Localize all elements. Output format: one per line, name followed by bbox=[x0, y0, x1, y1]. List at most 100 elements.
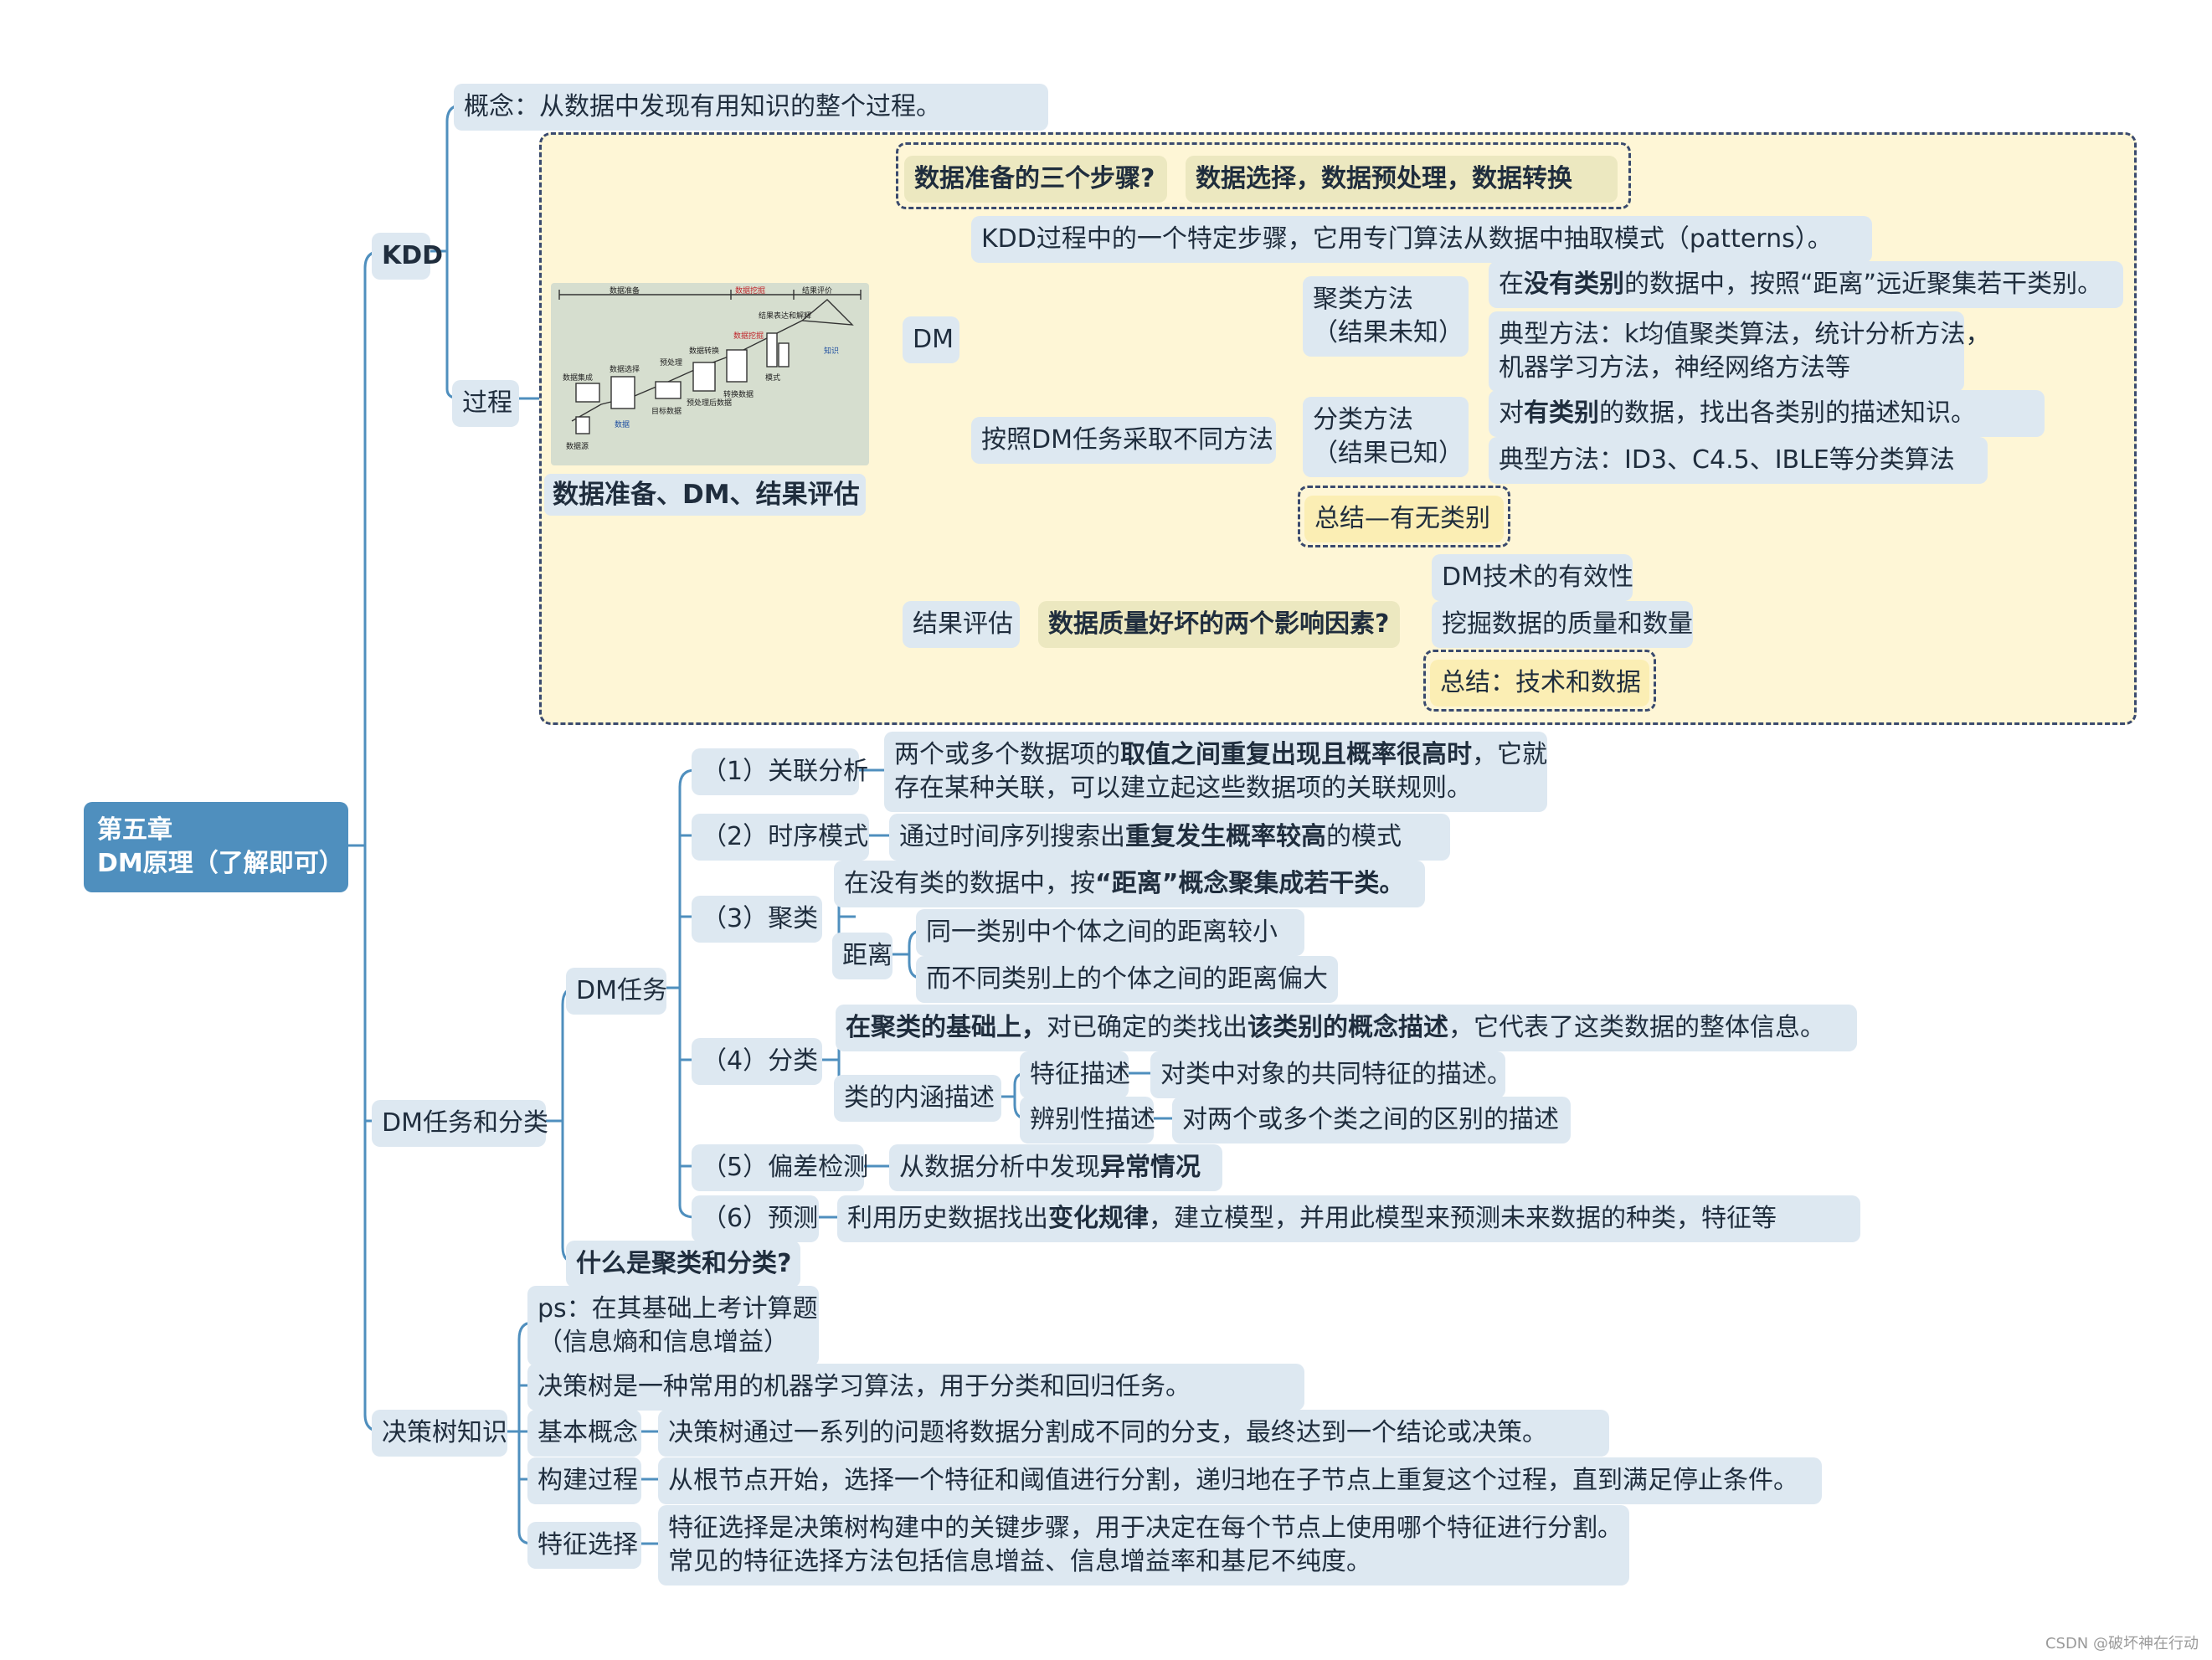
task-predict-label[interactable]: （6）预测 bbox=[692, 1195, 819, 1242]
dm-summary-region bbox=[1298, 486, 1510, 547]
eval-question-node[interactable]: 数据质量好坏的两个影响因素? bbox=[1038, 601, 1400, 648]
eval-summary-region bbox=[1423, 650, 1656, 712]
fig-label-preprocess: 预处理 bbox=[660, 357, 682, 367]
fig-label-transform: 数据转换 bbox=[689, 346, 719, 356]
task-predict-post: ，建立模型，并用此模型来预测未来数据的种类，特征等 bbox=[1149, 1204, 1777, 1233]
fig-label-pattern: 模式 bbox=[765, 373, 780, 383]
task-assoc-post: ，它就 bbox=[1472, 740, 1547, 769]
tree-basic-label[interactable]: 基本概念 bbox=[527, 1410, 641, 1457]
cluster-desc-bold: 没有类别 bbox=[1524, 270, 1624, 299]
prep-region bbox=[896, 142, 1631, 209]
task-classify-desc[interactable]: 在聚类的基础上，对已确定的类找出该类别的概念描述，它代表了这类数据的整体信息。 bbox=[836, 1005, 1857, 1051]
tree-basic-text[interactable]: 决策树通过一系列的问题将数据分割成不同的分支，最终达到一个结论或决策。 bbox=[658, 1410, 1609, 1457]
cluster-desc-post: 的数据中，按照“距离”远近聚集若干类别。 bbox=[1624, 270, 2103, 299]
task-cluster-d2[interactable]: 而不同类别上的个体之间的距离偏大 bbox=[916, 956, 1338, 1003]
classify-desc-bold: 有类别 bbox=[1524, 398, 1599, 428]
classify-method-note: （结果已知） bbox=[1313, 439, 1464, 468]
kdd-figure-drawing: 数据准备 数据挖掘 结果评价 数据源 数据集成 数据选择 预处理 数据转换 数据… bbox=[558, 285, 862, 451]
task-deviation-desc[interactable]: 从数据分析中发现异常情况 bbox=[889, 1144, 1222, 1191]
fig-label-target: 目标数据 bbox=[651, 406, 682, 416]
task-classify-connotation[interactable]: 类的内涵描述 bbox=[834, 1075, 1001, 1122]
cluster-typical-line1: 典型方法：k均值聚类算法，统计分析方法， bbox=[1499, 320, 1991, 349]
fig-label-eval: 结果评价 bbox=[802, 285, 832, 296]
dm-summary-node[interactable]: 总结—有无类别 bbox=[1304, 496, 1504, 542]
watermark: CSDN @破坏神在行动 bbox=[2045, 1635, 2199, 1652]
task-classify-bold1: 在聚类的基础上， bbox=[846, 1013, 1047, 1042]
fig-label-source: 数据源 bbox=[566, 441, 589, 451]
task-deviation-label[interactable]: （5）偏差检测 bbox=[692, 1144, 868, 1191]
task-classify-label[interactable]: （4）分类 bbox=[692, 1038, 822, 1085]
tree-feature-text[interactable]: 特征选择是决策树构建中的关键步骤，用于决定在每个节点上使用哪个特征进行分割。 常… bbox=[658, 1505, 1629, 1585]
tree-ps-line1: ps：在其基础上考计算题 bbox=[538, 1294, 818, 1323]
task-seq-label[interactable]: （2）时序模式 bbox=[692, 814, 869, 861]
classify-method-node[interactable]: 分类方法 （结果已知） bbox=[1303, 397, 1469, 477]
cluster-method-node[interactable]: 聚类方法 （结果未知） bbox=[1303, 276, 1469, 357]
task-cluster-label[interactable]: （3）聚类 bbox=[692, 896, 822, 943]
dm-question-node[interactable]: 什么是聚类和分类? bbox=[566, 1241, 800, 1287]
tree-ps-line2: （信息熵和信息增益） bbox=[538, 1328, 789, 1357]
kdd-process-figure: 数据准备 数据挖掘 结果评价 数据源 数据集成 数据选择 预处理 数据转换 数据… bbox=[551, 283, 869, 465]
tree-build-text[interactable]: 从根节点开始，选择一个特征和阈值进行分割，递归地在子节点上重复这个过程，直到满足… bbox=[658, 1457, 1822, 1504]
cluster-method-note: （结果未知） bbox=[1313, 318, 1464, 347]
kdd-process-node[interactable]: 过程 bbox=[452, 380, 519, 427]
fig-label-integrate: 数据集成 bbox=[563, 373, 593, 383]
cluster-typical-node[interactable]: 典型方法：k均值聚类算法，统计分析方法， 机器学习方法，神经网络方法等 bbox=[1489, 311, 1991, 392]
task-predict-pre: 利用历史数据找出 bbox=[847, 1204, 1048, 1233]
fig-label-interpret: 结果表达和解释 bbox=[759, 311, 811, 321]
fig-label-knowledge: 知识 bbox=[824, 346, 839, 356]
prep-answer-node[interactable]: 数据选择，数据预处理，数据转换 bbox=[1186, 156, 1618, 203]
dm-tasks-node[interactable]: DM任务 bbox=[566, 968, 667, 1015]
tree-feature-line2: 常见的特征选择方法包括信息增益、信息增益率和基尼不纯度。 bbox=[668, 1547, 1371, 1576]
task-cluster-desc[interactable]: 在没有类的数据中，按“距离”概念聚集成若干类。 bbox=[834, 861, 1425, 907]
task-assoc-bold: 取值之间重复出现且概率很高时 bbox=[1120, 740, 1472, 769]
fig-label-transformed: 转换数据 bbox=[723, 389, 754, 399]
cluster-method-title: 聚类方法 bbox=[1313, 285, 1413, 314]
dm-definition-node[interactable]: KDD过程中的一个特定步骤，它用专门算法从数据中抽取模式（patterns）。 bbox=[971, 216, 1872, 263]
task-assoc-desc[interactable]: 两个或多个数据项的取值之间重复出现且概率很高时，它就 存在某种关联，可以建立起这… bbox=[884, 732, 1547, 812]
task-cluster-bold: “距离”概念聚集成若干类。 bbox=[1095, 869, 1405, 898]
tree-def-node[interactable]: 决策树是一种常用的机器学习算法，用于分类和回归任务。 bbox=[527, 1364, 1304, 1411]
eval-factor2-node[interactable]: 挖掘数据的质量和数量 bbox=[1432, 601, 1693, 648]
prep-question-node[interactable]: 数据准备的三个步骤? bbox=[904, 156, 1167, 203]
task-deviation-pre: 从数据分析中发现 bbox=[899, 1153, 1100, 1182]
task-classify-discrim[interactable]: 辨别性描述 bbox=[1020, 1097, 1155, 1143]
task-deviation-bold: 异常情况 bbox=[1100, 1153, 1201, 1182]
root-subtitle: DM原理（了解即可） bbox=[97, 849, 344, 878]
task-cluster-d1[interactable]: 同一类别中个体之间的距离较小 bbox=[916, 909, 1304, 956]
task-assoc-line1: 两个或多个数据项的取值之间重复出现且概率很高时，它就 bbox=[894, 738, 1547, 772]
task-classify-discrim-desc[interactable]: 对两个或多个类之间的区别的描述 bbox=[1172, 1097, 1571, 1143]
dm-by-task-node[interactable]: 按照DM任务采取不同方法 bbox=[971, 417, 1276, 464]
root-node[interactable]: 第五章 DM原理（了解即可） bbox=[84, 802, 348, 892]
dm-tasks-branch-node[interactable]: DM任务和分类 bbox=[372, 1100, 548, 1147]
cluster-method-desc-node[interactable]: 在没有类别的数据中，按照“距离”远近聚集若干类别。 bbox=[1489, 261, 2123, 308]
tree-node[interactable]: 决策树知识 bbox=[372, 1410, 507, 1457]
kdd-concept-node[interactable]: 概念：从数据中发现有用知识的整个过程。 bbox=[454, 84, 1048, 131]
task-cluster-distance[interactable]: 距离 bbox=[832, 933, 893, 979]
task-predict-desc[interactable]: 利用历史数据找出变化规律，建立模型，并用此模型来预测未来数据的种类，特征等 bbox=[837, 1195, 1860, 1242]
fig-label-select: 数据选择 bbox=[610, 364, 640, 374]
fig-label-prep: 数据准备 bbox=[610, 285, 640, 296]
task-classify-feature[interactable]: 特征描述 bbox=[1020, 1051, 1130, 1098]
kdd-node[interactable]: KDD bbox=[372, 233, 443, 280]
dm-node[interactable]: DM bbox=[903, 316, 959, 363]
kdd-figure-caption[interactable]: 数据准备、DM、结果评估 bbox=[544, 474, 866, 516]
task-classify-mid: 对已确定的类找出 bbox=[1047, 1013, 1247, 1042]
task-seq-desc[interactable]: 通过时间序列搜索出重复发生概率较高的模式 bbox=[889, 814, 1450, 861]
task-assoc-label[interactable]: （1）关联分析 bbox=[692, 748, 868, 795]
eval-node[interactable]: 结果评估 bbox=[903, 601, 1020, 648]
classify-desc-pre: 对 bbox=[1499, 398, 1524, 428]
classify-desc-post: 的数据，找出各类别的描述知识。 bbox=[1599, 398, 1976, 428]
task-classify-post: ，它代表了这类数据的整体信息。 bbox=[1448, 1013, 1825, 1042]
task-seq-post: 的模式 bbox=[1326, 822, 1402, 851]
task-classify-feature-desc[interactable]: 对类中对象的共同特征的描述。 bbox=[1150, 1051, 1512, 1098]
tree-feature-label[interactable]: 特征选择 bbox=[527, 1522, 641, 1569]
eval-factor1-node[interactable]: DM技术的有效性 bbox=[1432, 554, 1633, 601]
task-classify-bold2: 该类别的概念描述 bbox=[1247, 1013, 1448, 1042]
tree-build-label[interactable]: 构建过程 bbox=[527, 1457, 641, 1504]
root-title: 第五章 bbox=[97, 815, 172, 845]
classify-method-desc-node[interactable]: 对有类别的数据，找出各类别的描述知识。 bbox=[1489, 390, 2045, 437]
eval-summary-node[interactable]: 总结：技术和数据 bbox=[1430, 660, 1649, 707]
tree-ps-node[interactable]: ps：在其基础上考计算题 （信息熵和信息增益） bbox=[527, 1286, 819, 1366]
task-seq-pre: 通过时间序列搜索出 bbox=[899, 822, 1125, 851]
classify-typical-node[interactable]: 典型方法：ID3、C4.5、IBLE等分类算法 bbox=[1489, 437, 1988, 484]
